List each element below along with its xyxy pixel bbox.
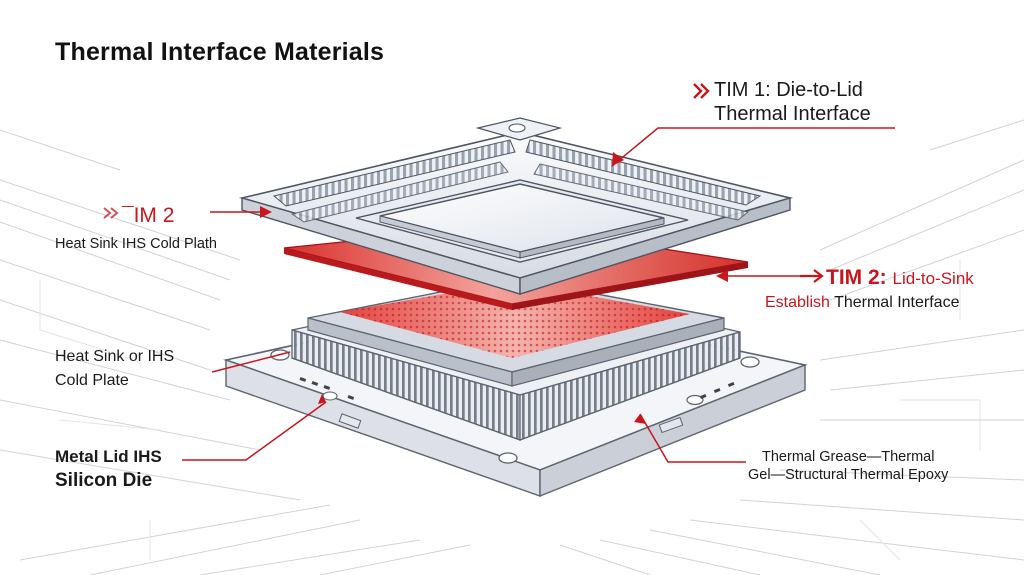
heat-sink-label-line1: Heat Sink or IHS [55, 348, 175, 365]
tim2-right-heading-main: TIM 2: [826, 266, 887, 289]
arrow-icon-tim2-right [800, 269, 824, 283]
chevron-icon-tim2-left [103, 207, 119, 219]
tim2-right-caption-red: Establish [765, 294, 830, 311]
silicon-die-label: Silicon Die [55, 470, 153, 491]
tim1-subheading: Thermal Interface [714, 103, 871, 125]
tim2-right-heading-tail: Lid-to-Sink [892, 269, 974, 288]
page-title: Thermal Interface Materials [55, 38, 385, 66]
heat-sink-label-line2: Cold Plate [55, 372, 129, 389]
tim2-right-caption: Establish Thermal Interface [765, 294, 959, 312]
arrowheads [260, 152, 728, 424]
background-circuit-lines [0, 119, 1024, 575]
thermal-grease-label-line1: Thermal Grease—Thermal [762, 449, 935, 465]
metal-lid-label: Metal Lid IHS [55, 447, 162, 466]
tim2-right-caption-rest: Thermal Interface [834, 294, 960, 311]
tim1-heading: TIM 1: Die-to-Lid [714, 79, 863, 101]
heatsink-lid [238, 117, 794, 295]
thermal-grease-label-line2: Gel—Structural Thermal Epoxy [748, 467, 949, 483]
silicon-die-lower [307, 277, 725, 387]
tim2-left-heading: ¯IM 2 [122, 204, 175, 227]
chevron-icon-tim1 [693, 83, 710, 99]
tim2-left-caption: Heat Sink IHS Cold Plath [55, 236, 217, 252]
tim2-right-heading: TIM 2: Lid-to-Sink [826, 266, 974, 290]
